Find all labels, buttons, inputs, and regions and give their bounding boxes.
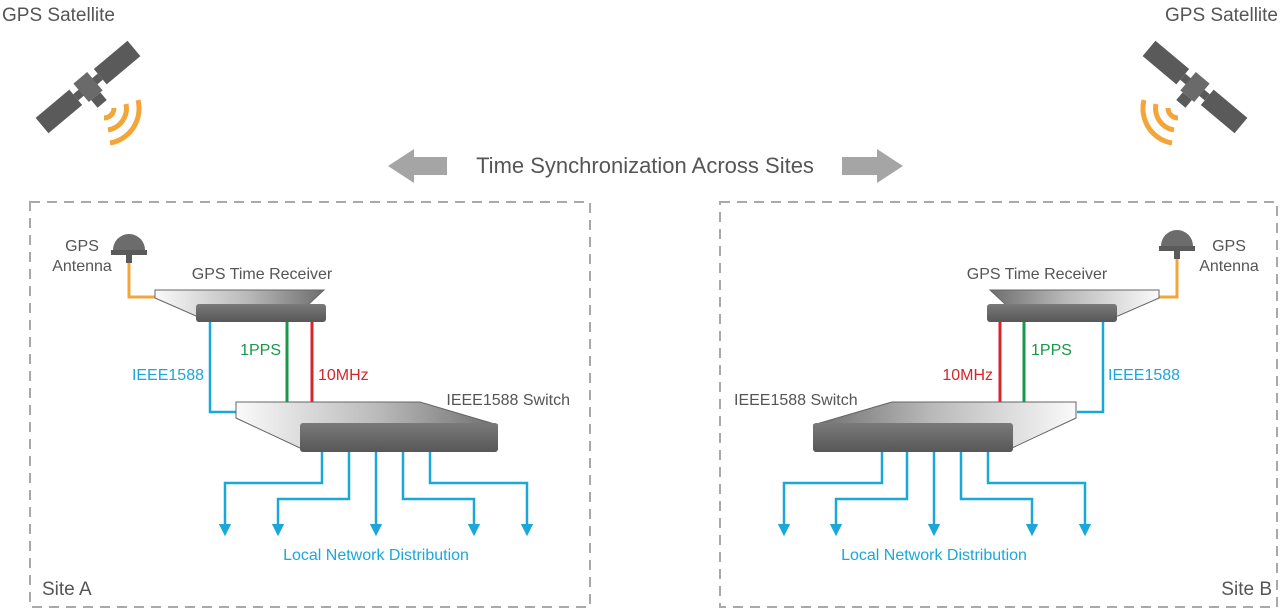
- banner: Time Synchronization Across Sites: [388, 149, 903, 183]
- left-arrow-icon: [388, 149, 447, 183]
- right-arrow-icon: [842, 149, 903, 183]
- antenna-label-b-2: Antenna: [1199, 258, 1259, 275]
- gps-antenna-icon: [1159, 230, 1195, 259]
- antenna-label-b-1: GPS: [1212, 238, 1246, 255]
- distribution-lines-a: [218, 452, 534, 537]
- site-a-frame: [29, 201, 591, 608]
- switch-label-a: IEEE1588 Switch: [446, 392, 570, 409]
- site-label-a: Site A: [42, 579, 92, 600]
- antenna-label-a-2: Antenna: [52, 258, 112, 275]
- site-a: GPS Satellite GPS Antenna GPS Time Recei…: [2, 5, 591, 608]
- 10mhz-label-a: 10MHz: [318, 367, 369, 384]
- ieee1588-link-b: [1077, 322, 1105, 414]
- ieee1588-switch-a: [235, 401, 499, 452]
- gps-antenna-icon: [111, 234, 147, 263]
- antenna-cable-a: [127, 263, 157, 299]
- gps-time-receiver-a: [154, 289, 326, 322]
- antenna-label-a-1: GPS: [65, 238, 99, 255]
- distribution-lines-b: [777, 452, 1092, 537]
- receiver-label-a: GPS Time Receiver: [192, 266, 333, 283]
- signal-waves-icon: [1140, 99, 1179, 146]
- signal-waves-icon: [103, 99, 142, 146]
- ieee1588-link-a: [208, 322, 236, 414]
- switch-label-b: IEEE1588 Switch: [734, 392, 858, 409]
- receiver-label-b: GPS Time Receiver: [967, 266, 1108, 283]
- distribution-label-a: Local Network Distribution: [283, 547, 469, 564]
- distribution-label-b: Local Network Distribution: [841, 547, 1027, 564]
- gps-time-receiver-b: [987, 289, 1160, 322]
- satellite-label-b: GPS Satellite: [1165, 5, 1278, 26]
- satellite-label-a: GPS Satellite: [2, 5, 115, 26]
- ieee1588-switch-b: [812, 401, 1077, 452]
- ieee1588-label-b: IEEE1588: [1108, 367, 1180, 384]
- banner-text: Time Synchronization Across Sites: [476, 153, 814, 178]
- ieee1588-label-a: IEEE1588: [132, 367, 204, 384]
- pps-label-a: 1PPS: [240, 342, 281, 359]
- satellite-icon: [1142, 40, 1248, 134]
- satellite-icon: [35, 40, 141, 134]
- site-b: GPS Satellite GPS Antenna GPS Time Recei…: [719, 5, 1278, 608]
- site-label-b: Site B: [1221, 579, 1272, 600]
- 10mhz-label-b: 10MHz: [942, 367, 993, 384]
- site-b-frame: [719, 201, 1278, 608]
- pps-label-b: 1PPS: [1031, 342, 1072, 359]
- antenna-cable-b: [1157, 259, 1179, 299]
